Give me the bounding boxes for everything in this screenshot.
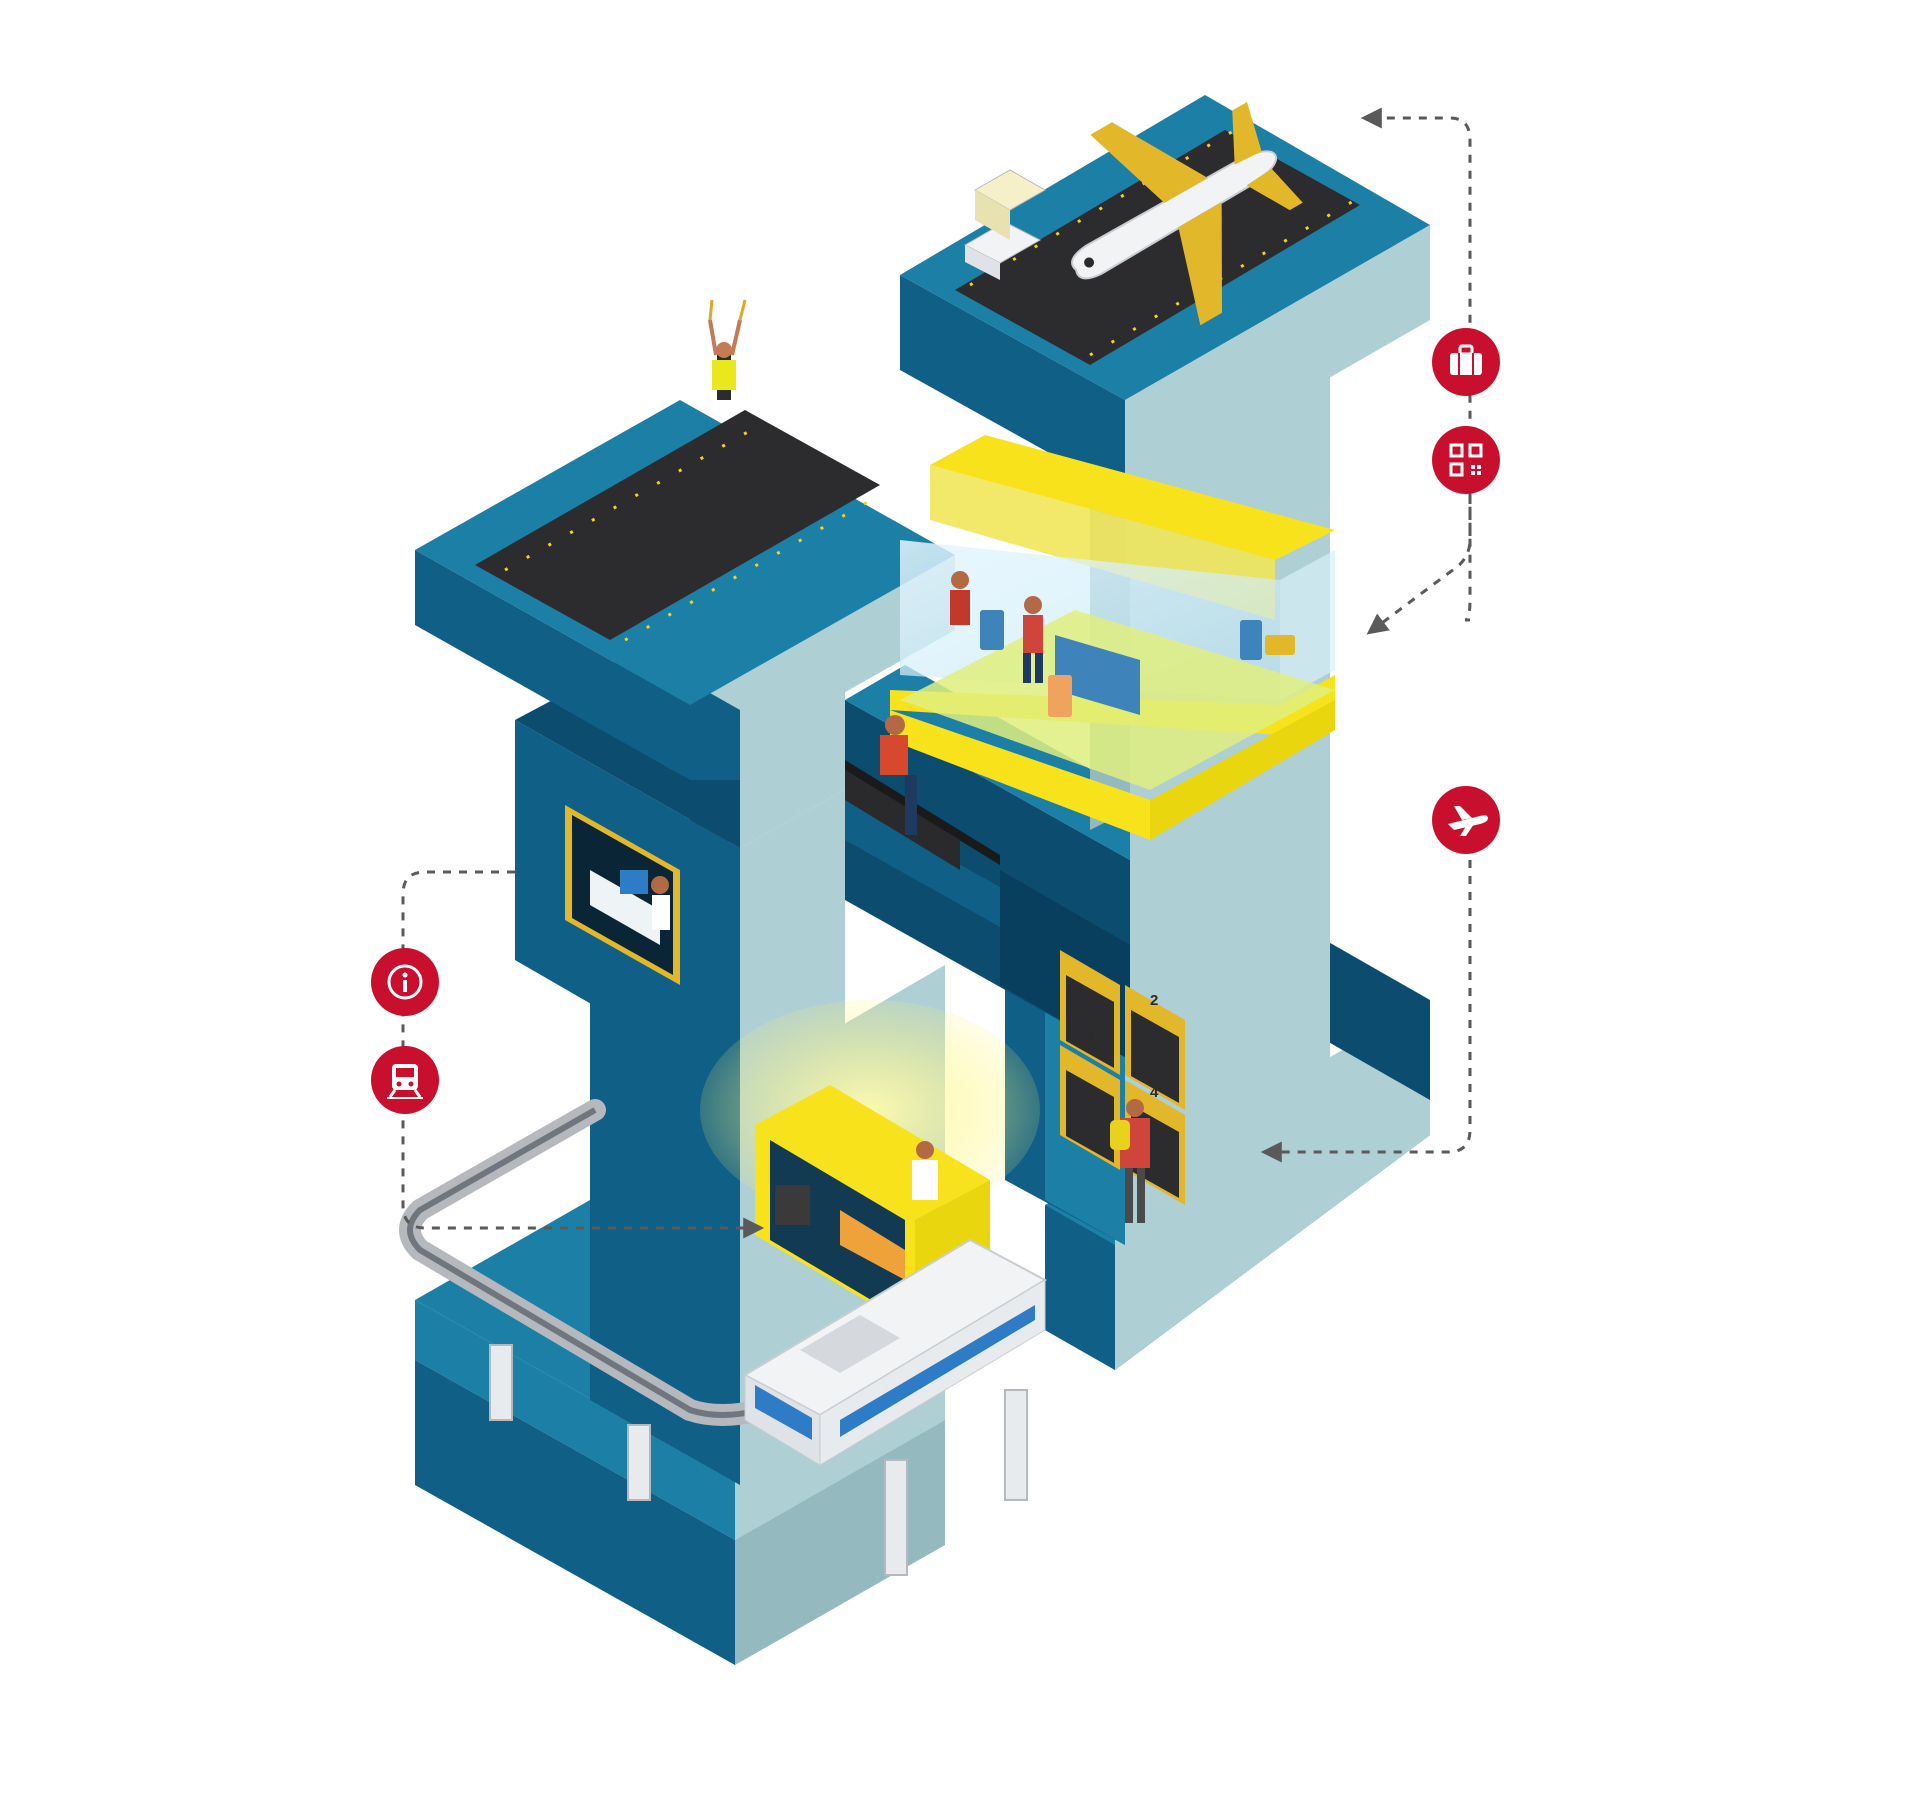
train-icon[interactable]	[371, 1046, 439, 1114]
traveler-with-backpack	[1110, 1099, 1150, 1223]
flow-arrow-checkin	[1366, 480, 1472, 635]
waiting-area	[845, 715, 1000, 870]
gate-label-2: 2	[1150, 992, 1158, 1009]
monorail	[399, 1099, 1028, 1576]
departure-plane-icon[interactable]	[1432, 786, 1500, 854]
information-desk-window	[565, 805, 680, 985]
flow-arrow-gate	[1260, 860, 1472, 1163]
gate-label-3: 3	[1085, 1027, 1093, 1044]
check-in-area	[890, 435, 1335, 840]
information-icon[interactable]	[371, 948, 439, 1016]
check-in-passengers	[950, 571, 1295, 717]
flow-arrow-left	[401, 870, 765, 1239]
baggage-icon[interactable]	[1432, 328, 1500, 396]
monorail-train	[742, 1238, 1048, 1466]
airplane	[1071, 102, 1303, 326]
catering-truck	[963, 169, 1047, 280]
qr-code-icon[interactable]	[1432, 426, 1500, 494]
marshaller-figure	[708, 299, 747, 400]
left-runway	[475, 410, 881, 642]
gate-label-4: 4	[1150, 1084, 1159, 1101]
